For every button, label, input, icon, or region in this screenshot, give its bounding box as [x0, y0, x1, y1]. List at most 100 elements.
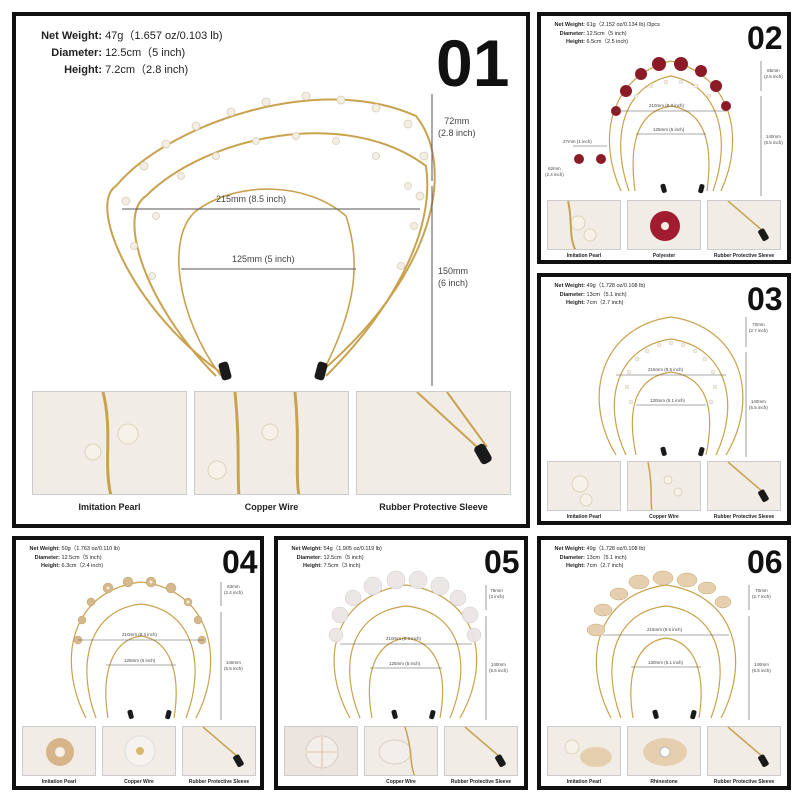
spec-value: 49g（1.728 oz/0.108 lb) — [586, 283, 646, 289]
product-panel-06: Net Weight: 49g（1.728 oz/0.108 lb) Diame… — [537, 536, 791, 790]
dim-total-height: 140mm (5.5 inch) — [489, 662, 508, 673]
dim-crown-height: 70mm (2.7 inch) — [752, 588, 771, 599]
product-panel-04: Net Weight: 50g（1.763 oz/0.110 lb) Diame… — [12, 536, 264, 790]
spec-list: Net Weight: 61g（2.152 oz/0.134 lb) /3pcs… — [547, 21, 660, 47]
spec-value: 12.5cm（5 inch) — [105, 47, 186, 60]
dim-crown-height: 70mm (2.7 inch) — [749, 322, 768, 333]
spec-label: Diameter: — [559, 291, 585, 298]
headband-illustration — [598, 316, 747, 457]
dim-total-height: 150mm (6 inch) — [438, 266, 469, 288]
spec-value: 7.5cm（3 inch) — [323, 563, 361, 570]
dim-inner-width: 125mm (5 inch) — [389, 661, 421, 666]
detail-caption: Copper Wire — [386, 779, 416, 785]
spec-label: Diameter: — [559, 30, 585, 37]
spec-list: Net Weight: 49g（1.728 oz/0.108 lb) Diame… — [547, 545, 646, 571]
headband-illustration — [573, 57, 762, 196]
spec-value: 50g（1.763 oz/0.110 lb) — [61, 546, 120, 552]
dim-inner-width: 130mm (5.1 inch) — [650, 398, 686, 403]
dim-outer-width: 215mm (8.5 inch) — [647, 627, 683, 632]
detail-photo-wire — [627, 461, 701, 511]
headband-illustration — [328, 570, 487, 720]
spec-value: 7cm（2.7 inch) — [586, 563, 624, 570]
spec-value: 49g（1.728 oz/0.108 lb) — [586, 546, 646, 552]
detail-photo-sleeve — [707, 461, 781, 511]
spec-label: Net Weight: — [554, 22, 585, 28]
dim-earring-width: 27mm (1 inch) — [563, 139, 592, 144]
spec-label: Height: — [41, 563, 60, 570]
spec-label: Height: — [566, 563, 585, 570]
spec-list: Net Weight: 47g（1.657 oz/0.103 lb) Diame… — [30, 28, 222, 79]
spec-value: 47g（1.657 oz/0.103 lb) — [105, 30, 223, 42]
spec-label: Height: — [566, 300, 585, 307]
spec-value: 54g（1.905 oz/0.119 lb) — [323, 546, 382, 552]
spec-label: Net Weight: — [554, 283, 585, 289]
spec-value: 7.2cm（2.8 inch) — [105, 64, 189, 77]
product-number: 04 — [222, 544, 258, 580]
detail-photo-pearl — [32, 391, 187, 495]
spec-label: Net Weight: — [291, 546, 322, 552]
spec-label: Diameter: — [51, 47, 102, 60]
detail-caption: Copper Wire — [124, 779, 154, 785]
spec-label: Height: — [303, 563, 322, 570]
detail-photo-pearl — [547, 726, 621, 776]
dim-crown-height: 65mm (2.5 inch) — [764, 68, 783, 79]
detail-photo-sleeve — [444, 726, 518, 776]
detail-caption: Rubber Protective Sleeve — [713, 253, 775, 259]
product-panel-01: Net Weight: 47g（1.657 oz/0.103 lb) Diame… — [12, 12, 530, 528]
product-panel-02: Net Weight: 61g（2.152 oz/0.134 lb) /3pcs… — [537, 12, 791, 264]
detail-photo-sleeve — [356, 391, 511, 495]
detail-caption: Imitation Pearl — [566, 779, 602, 785]
headband-illustration — [106, 91, 436, 386]
detail-photo-wire — [194, 391, 349, 495]
spec-label: Diameter: — [296, 554, 322, 561]
dim-outer-width: 210mm (8.3 inch) — [386, 636, 422, 641]
detail-caption: Imitation Pearl — [566, 514, 602, 520]
spec-value: 13cm（5.1 inch) — [586, 291, 627, 298]
detail-caption: Imitation Pearl — [566, 253, 602, 259]
detail-photo-sleeve — [707, 200, 781, 250]
product-number: 03 — [747, 281, 783, 317]
dim-outer-width: 215mm (8.5 inch) — [648, 367, 684, 372]
detail-photo-pearl — [547, 200, 621, 250]
product-number: 05 — [484, 544, 520, 580]
spec-value: 6.3cm（2.4 inch) — [61, 563, 104, 570]
dim-inner-width: 125mm (5 inch) — [124, 658, 156, 663]
detail-photo-pearl — [547, 461, 621, 511]
spec-label: Diameter: — [559, 554, 585, 561]
detail-photo-rhinestone — [627, 726, 701, 776]
dim-earring-height: 62mm (2.4 inch) — [545, 166, 564, 177]
spec-label: Height: — [64, 64, 102, 77]
spec-label: Net Weight: — [41, 30, 102, 42]
dim-inner-width: 125mm (5 inch) — [653, 127, 685, 132]
product-panel-05: Net Weight: 54g（1.905 oz/0.119 lb) Diame… — [274, 536, 528, 790]
detail-caption: Polyester — [652, 253, 676, 259]
dim-crown-height: 75mm (3 inch) — [489, 588, 505, 599]
product-number: 01 — [436, 26, 510, 100]
headband-illustration — [586, 570, 750, 720]
detail-caption: Copper Wire — [649, 514, 679, 520]
product-number: 06 — [747, 544, 783, 580]
spec-label: Diameter: — [34, 554, 60, 561]
spec-list: Net Weight: 50g（1.763 oz/0.110 lb) Diame… — [22, 545, 120, 571]
detail-photo-sleeve — [707, 726, 781, 776]
detail-caption: Rubber Protective Sleeve — [713, 779, 775, 785]
spec-value: 12.5cm（5 inch) — [61, 554, 102, 561]
dim-crown-height: 63mm (2.4 inch) — [224, 584, 243, 595]
spec-list: Net Weight: 49g（1.728 oz/0.108 lb) Diame… — [547, 282, 646, 308]
detail-caption: Rubber Protective Sleeve — [379, 502, 488, 512]
dim-total-height: 140mm (5.5 inch) — [752, 662, 771, 673]
spec-value: 12.5cm（5 inch) — [586, 30, 627, 37]
detail-photo-sleeve — [182, 726, 256, 776]
detail-caption: Imitation Pearl — [41, 779, 77, 785]
spec-value: 12.5cm（5 inch) — [323, 554, 364, 561]
spec-label: Net Weight: — [554, 546, 585, 552]
detail-caption: Copper Wire — [244, 502, 299, 512]
headband-illustration — [70, 576, 222, 720]
detail-photo-polyester — [627, 200, 701, 250]
product-panel-03: Net Weight: 49g（1.728 oz/0.108 lb) Diame… — [537, 273, 791, 525]
spec-value: 13cm（5.1 inch) — [586, 554, 627, 561]
dim-outer-width: 210mm (8.3 inch) — [122, 632, 158, 637]
detail-caption: Imitation Pearl — [78, 502, 141, 512]
detail-caption: Rubber Protective Sleeve — [188, 779, 250, 785]
detail-photo-flower — [284, 726, 358, 776]
